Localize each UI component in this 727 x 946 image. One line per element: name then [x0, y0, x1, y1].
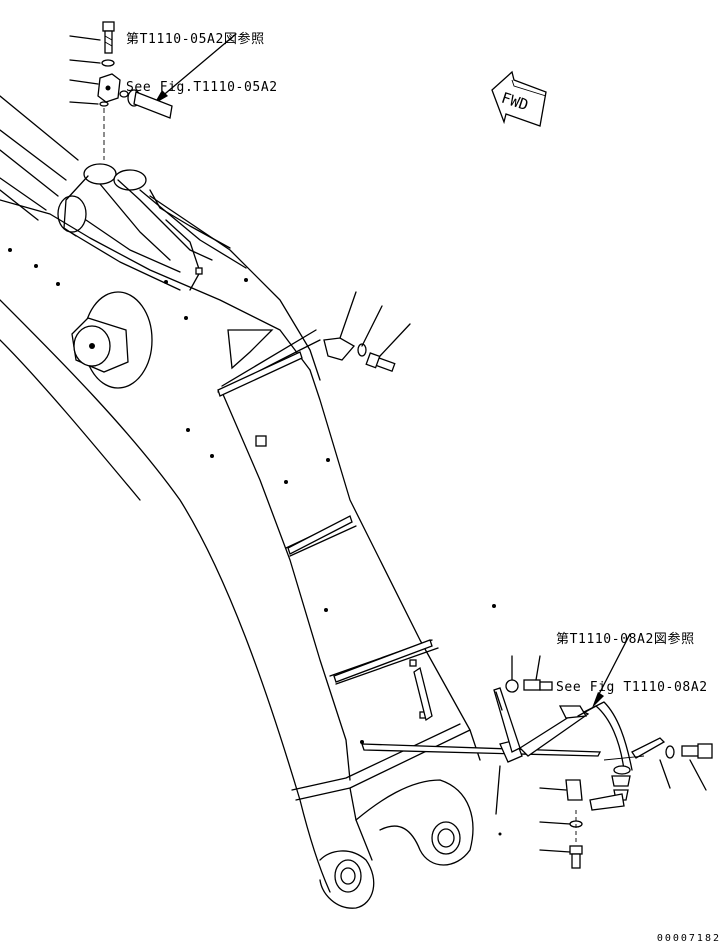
- clamp-strips: [217, 351, 602, 757]
- upper-clamp-fastener-group: [323, 291, 411, 373]
- reference-note-bottom-jp: 第T1110-08A2図参照: [556, 632, 695, 647]
- reference-note-top-en: See Fig.T1110-05A2: [126, 80, 278, 95]
- document-number: 00007182: [656, 933, 721, 944]
- reference-note-bottom: 第T1110-08A2図参照 See Fig T1110-08A2: [556, 600, 708, 712]
- fwd-direction-arrow: FWD: [491, 70, 547, 127]
- reference-leader-bottom: [592, 633, 631, 708]
- boom-structure: [0, 95, 481, 909]
- lower-bracket-assembly: [493, 655, 713, 869]
- reference-leader-top: [154, 33, 237, 104]
- top-fastener-group: [69, 21, 173, 160]
- reference-note-top: 第T1110-05A2図参照 See Fig.T1110-05A2: [126, 0, 278, 112]
- boom-lube-points: [8, 248, 502, 836]
- reference-note-top-jp: 第T1110-05A2図参照: [126, 32, 265, 47]
